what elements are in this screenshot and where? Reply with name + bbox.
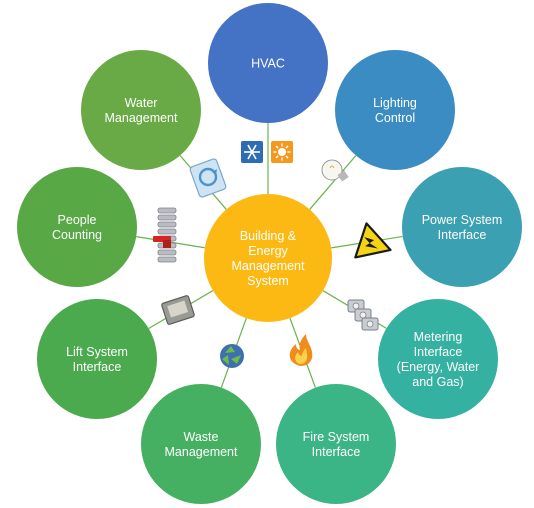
light-bulb-icon bbox=[321, 159, 349, 182]
label-line: Metering bbox=[414, 330, 463, 344]
recycle-icon bbox=[220, 344, 244, 368]
connector-lighting bbox=[309, 155, 357, 210]
node-circle bbox=[141, 384, 261, 504]
water-icon bbox=[189, 158, 227, 198]
meters-icon bbox=[347, 299, 379, 331]
label-line: Interface bbox=[73, 360, 122, 374]
label-line: People bbox=[58, 213, 97, 227]
elevator-icon bbox=[161, 295, 195, 325]
node-circle bbox=[17, 167, 137, 287]
label-line: Fire System bbox=[303, 430, 370, 444]
label-line: Interface bbox=[312, 445, 361, 459]
node-circle bbox=[335, 50, 455, 170]
center-circle bbox=[204, 194, 332, 322]
label-line: Water bbox=[125, 96, 158, 110]
label-line: HVAC bbox=[251, 57, 285, 71]
node-hvac: HVAC bbox=[208, 3, 328, 123]
label-line: Building & bbox=[240, 229, 297, 243]
label-line: Management bbox=[105, 111, 178, 125]
node-circle bbox=[37, 299, 157, 419]
label-line: Lift System bbox=[66, 345, 128, 359]
label-line: System bbox=[247, 274, 289, 288]
label-line: (Energy, Water bbox=[397, 360, 480, 374]
label-line: Control bbox=[375, 111, 415, 125]
label-line: Interface bbox=[414, 345, 463, 359]
node-circle bbox=[81, 50, 201, 170]
node-circle bbox=[276, 384, 396, 504]
turnstile-icon bbox=[153, 207, 177, 263]
fire-icon bbox=[289, 334, 313, 366]
snowflake-sun-icon bbox=[241, 141, 293, 163]
icons bbox=[153, 141, 392, 368]
label-line: Counting bbox=[52, 228, 102, 242]
label-line: Lighting bbox=[373, 96, 417, 110]
label-line: Interface bbox=[438, 228, 487, 242]
label-line: Power System bbox=[422, 213, 503, 227]
label-line: Management bbox=[232, 259, 305, 273]
node-circle bbox=[378, 299, 498, 419]
node-circle bbox=[402, 167, 522, 287]
label-line: Waste bbox=[184, 430, 219, 444]
high-voltage-warning-icon bbox=[354, 222, 392, 259]
node-circle bbox=[208, 3, 328, 123]
label-line: Management bbox=[165, 445, 238, 459]
label-line: Energy bbox=[248, 244, 288, 258]
label-line: and Gas) bbox=[412, 375, 463, 389]
